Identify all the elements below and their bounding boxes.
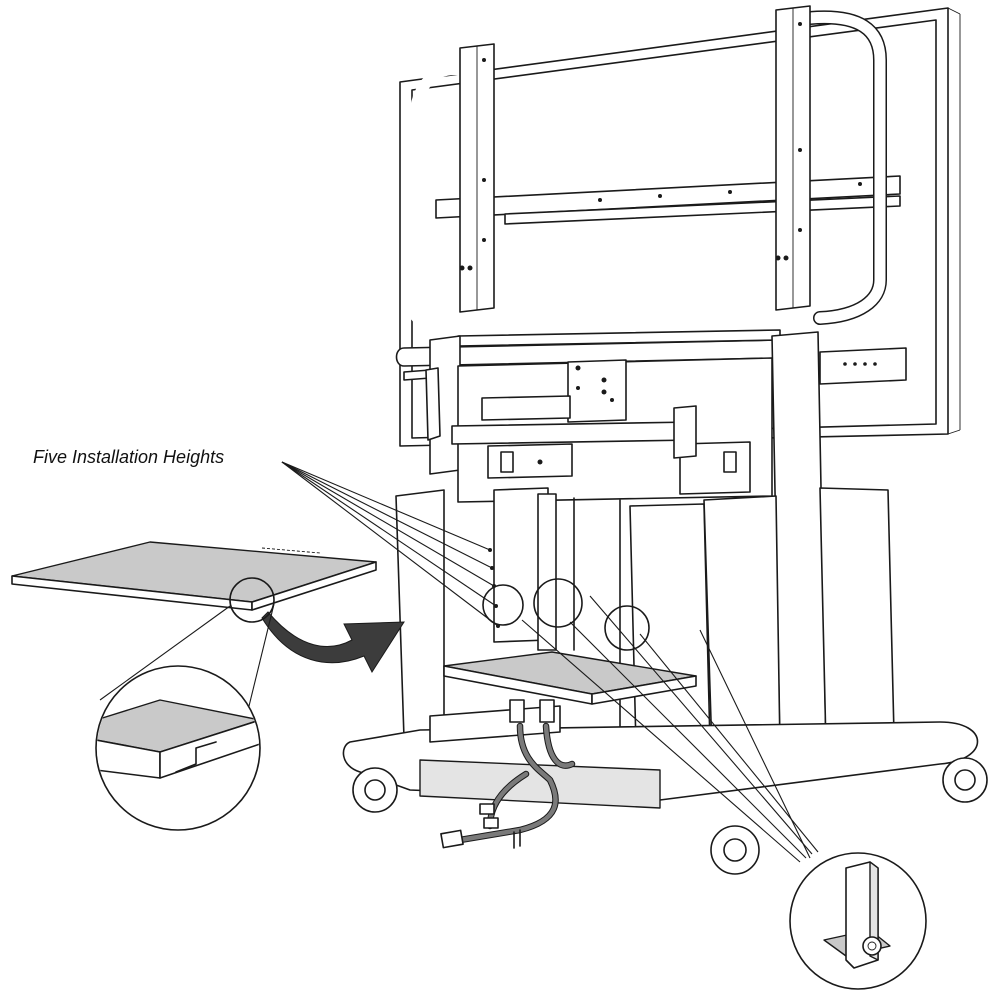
caster-wheel	[942, 757, 988, 803]
shelf-edge-detail	[95, 665, 261, 831]
caster-wheel	[710, 825, 760, 875]
handles	[404, 10, 887, 336]
installed-shelf	[443, 651, 697, 705]
caster-wheel	[352, 767, 398, 813]
detail-callouts	[99, 577, 650, 801]
uprights	[459, 5, 811, 313]
shelf-panel	[11, 541, 377, 611]
bracket-callout-lines	[521, 595, 819, 863]
cart-base	[342, 721, 988, 875]
shelf-bracket-detail	[789, 852, 927, 990]
installation-heights-label: Five Installation Heights	[33, 447, 225, 467]
power-cables	[429, 699, 576, 849]
installation-heights-leaders	[281, 461, 500, 628]
curved-arrow	[261, 611, 405, 674]
